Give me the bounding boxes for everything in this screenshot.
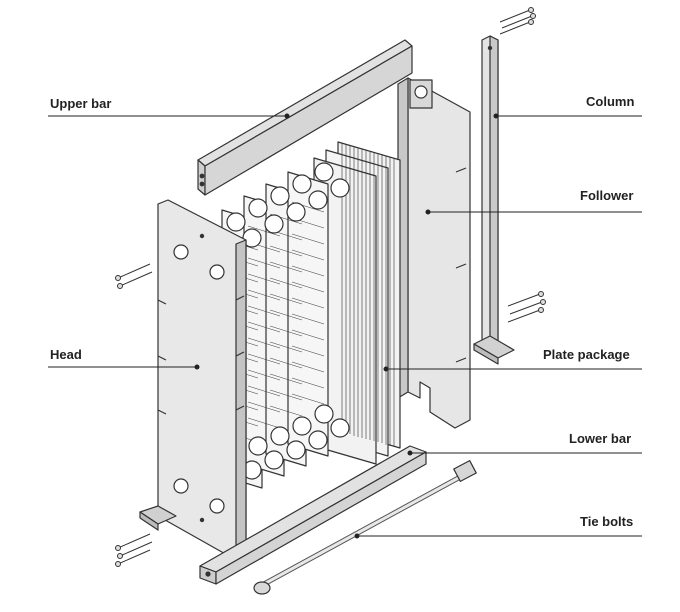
dot-follower [425,209,431,215]
dot-plate-package [383,366,389,372]
label-lower-bar: Lower bar [569,431,632,446]
dot-upper-bar [284,113,290,119]
dot-head [194,364,200,370]
dot-tie-bolts [354,533,360,539]
tie-bolt-part [253,459,477,595]
upper-bar-part [197,39,413,196]
label-tie-bolts: Tie bolts [580,514,634,529]
follower-plate [397,77,471,429]
plate-package-part [221,141,401,489]
label-upper-bar: Upper bar [50,96,112,111]
column-part [473,35,515,365]
dot-column [493,113,499,119]
label-head: Head [50,347,82,362]
leader-lines [48,113,642,539]
label-plate-package: Plate package [543,347,630,362]
lower-bar-part [199,445,427,585]
small-bolts [115,7,546,567]
head-plate [139,199,263,567]
dot-lower-bar [407,450,413,456]
label-follower: Follower [580,188,634,203]
label-column: Column [586,94,635,109]
